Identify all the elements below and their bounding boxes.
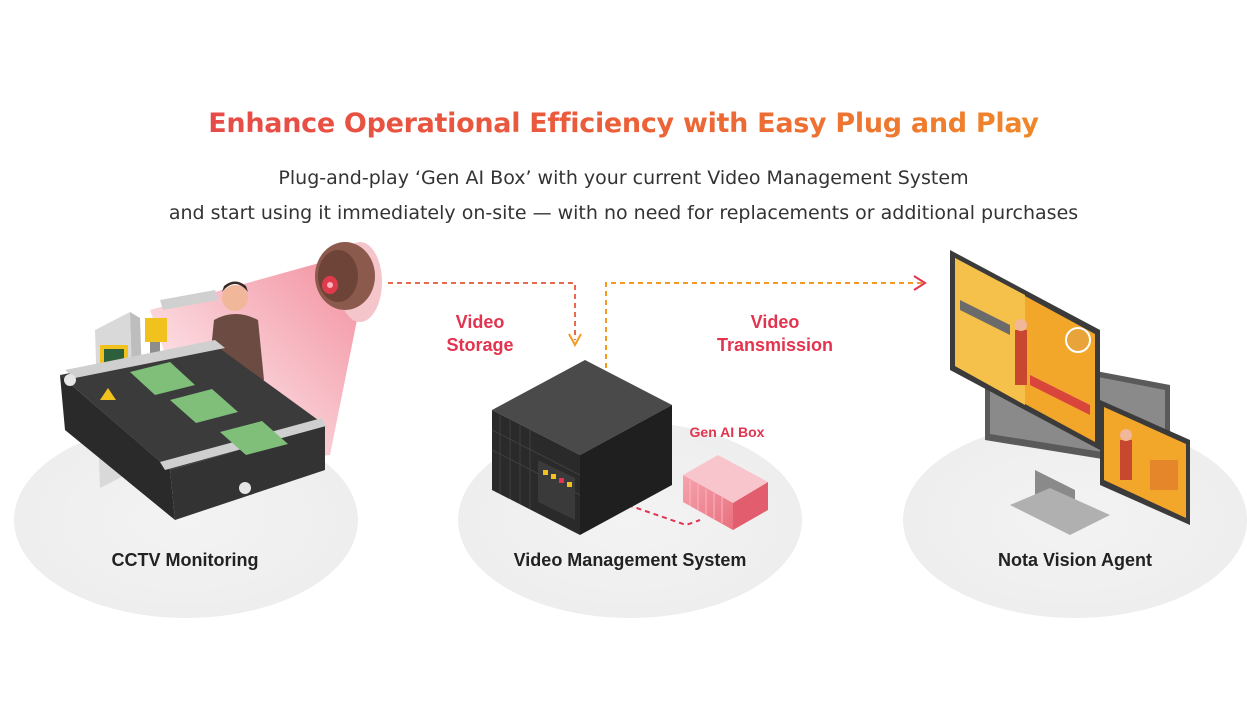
arrow-genai-link bbox=[627, 504, 701, 527]
video-feed-window bbox=[1100, 400, 1190, 525]
video-management-system-caption: Video Management System bbox=[513, 550, 747, 570]
camera-icon bbox=[315, 242, 382, 322]
nota-vision-agent-caption: Nota Vision Agent bbox=[997, 550, 1152, 570]
video-transmission-line-2: Transmission bbox=[716, 335, 834, 355]
circuit-board bbox=[130, 362, 195, 395]
video-transmission-line-1: Video bbox=[750, 312, 800, 332]
video-storage-label: Video Storage bbox=[430, 311, 530, 357]
vms-server-icon bbox=[491, 360, 672, 535]
video-transmission-label: Video Transmission bbox=[700, 311, 850, 357]
cctv-scene bbox=[60, 242, 382, 520]
video-storage-line-1: Video bbox=[455, 312, 505, 332]
video-feed-window bbox=[950, 250, 1100, 450]
monitor-icon bbox=[950, 250, 1190, 535]
flow-arrows bbox=[388, 275, 927, 527]
gen-ai-box-icon bbox=[683, 455, 768, 530]
subtitle-line-2: and start using it immediately on-site —… bbox=[168, 202, 1079, 224]
circuit-board bbox=[170, 389, 238, 423]
circuit-board bbox=[220, 421, 288, 455]
gen-ai-box-label: Gen AI Box bbox=[689, 424, 765, 440]
page-title: Enhance Operational Efficiency with Easy… bbox=[0, 108, 1247, 139]
arrow-to-storage bbox=[388, 282, 576, 340]
arrow-transmission bbox=[605, 282, 922, 368]
cctv-monitoring-caption: CCTV Monitoring bbox=[111, 550, 259, 570]
video-storage-line-2: Storage bbox=[446, 335, 514, 355]
subtitle-line-1: Plug-and-play ‘Gen AI Box’ with your cur… bbox=[278, 167, 969, 189]
